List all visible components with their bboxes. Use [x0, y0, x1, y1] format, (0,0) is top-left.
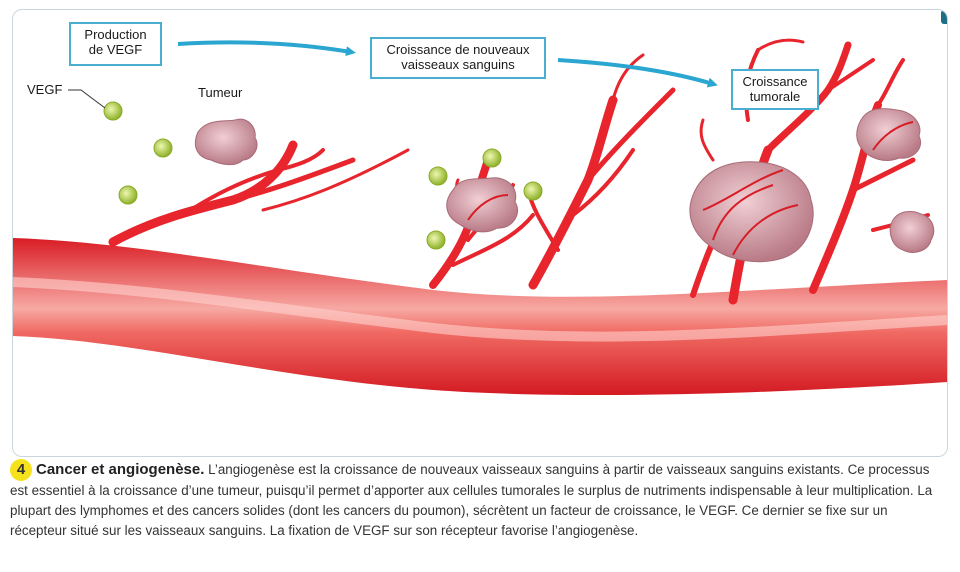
label-croissance-tumorale: Croissance tumorale	[731, 69, 819, 110]
angiogenesis-illustration	[13, 38, 947, 396]
label-production-vegf: Production de VEGF	[69, 22, 162, 66]
label-vegf: VEGF	[27, 82, 63, 97]
vegf-particles	[103, 101, 543, 250]
label-tumeur: Tumeur	[198, 85, 243, 100]
tumor-large	[689, 161, 814, 263]
vegf-leader-line	[68, 89, 106, 109]
tumor-right	[889, 211, 935, 253]
arrow-growth-to-tumor	[557, 58, 718, 88]
arrow-production-to-growth	[177, 40, 356, 57]
vegf-particle	[103, 101, 123, 121]
tumor-small	[194, 118, 258, 166]
vegf-particle	[118, 185, 138, 205]
caption-text: L’angiogenèse est la croissance de nouve…	[10, 462, 933, 538]
caption-title: Cancer et angiogenèse.	[36, 461, 205, 478]
figure-number-badge: 4	[10, 459, 32, 481]
vegf-particle	[153, 138, 173, 158]
vegf-particle	[523, 181, 543, 201]
tumor-capillaries	[467, 121, 914, 256]
vegf-particle	[428, 166, 448, 186]
vegf-particle	[482, 148, 502, 168]
vegf-particle	[426, 230, 446, 250]
main-blood-vessel	[13, 238, 947, 396]
vessel-highlight	[13, 277, 947, 342]
corner-tab	[941, 10, 947, 24]
label-croissance-vaisseaux: Croissance de nouveaux vaisseaux sanguin…	[370, 37, 546, 79]
